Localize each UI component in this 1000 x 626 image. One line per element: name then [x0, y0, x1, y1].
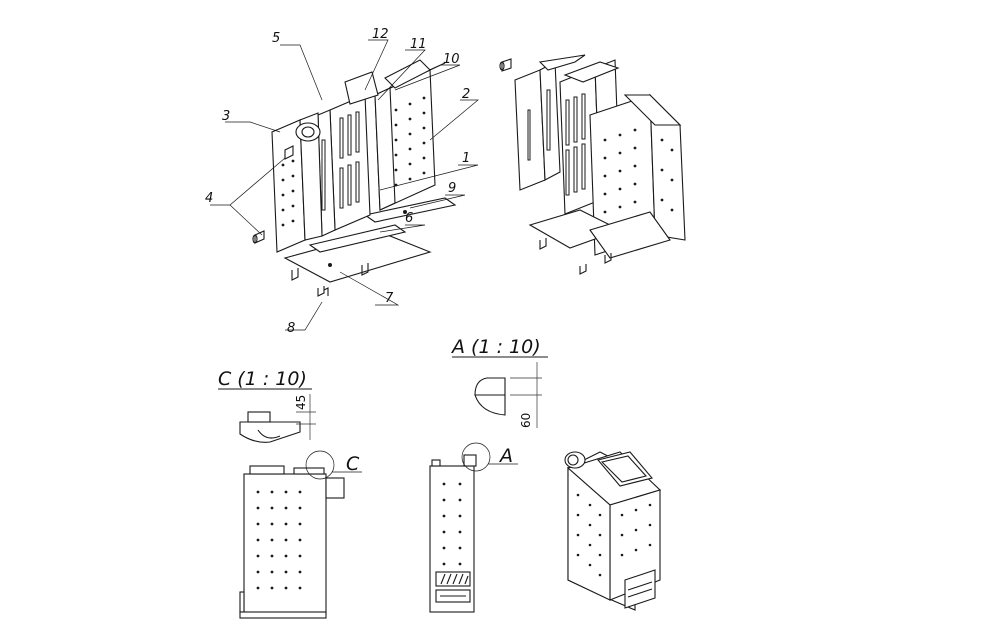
iso-holes — [576, 493, 652, 577]
callout-9: 9 — [448, 181, 456, 196]
detail-a-part — [474, 377, 506, 396]
foot-detached — [317, 286, 329, 297]
front-view-holes — [256, 490, 302, 590]
detail-c-dimension: 45 — [294, 395, 308, 410]
detail-c-marker: C — [346, 453, 360, 475]
callout-7: 7 — [385, 291, 394, 306]
callout-leaders — [210, 39, 479, 331]
callout-10: 10 — [443, 52, 460, 67]
detail-c-title: C (1 : 10) — [218, 368, 307, 390]
side-view-holes — [442, 482, 462, 566]
detail-c-circle — [305, 450, 335, 480]
side-view-body — [429, 465, 475, 613]
isometric-view — [564, 451, 662, 611]
callout-1: 1 — [462, 151, 470, 166]
detail-view-a: A (1 : 10) 60 — [450, 336, 548, 428]
front-panel — [271, 119, 306, 253]
callout-numbers: 5 12 11 10 2 3 4 1 9 6 7 8 — [205, 27, 470, 336]
callout-2: 2 — [462, 87, 470, 102]
exploded-rear-view — [499, 54, 686, 275]
callout-11: 11 — [410, 37, 427, 52]
detail-c-part — [239, 421, 301, 443]
iso-ash-door — [624, 569, 656, 609]
foot-right — [361, 263, 369, 276]
front-view-body — [243, 473, 327, 615]
detail-view-c: C (1 : 10) 45 — [218, 368, 316, 443]
detail-a-title: A (1 : 10) — [450, 336, 541, 358]
iso-left-face — [567, 466, 611, 601]
firebox-slots — [321, 111, 360, 211]
exploded-assembly-view: 5 12 11 10 2 3 4 1 9 6 7 8 — [205, 27, 479, 336]
front-view: C — [239, 450, 362, 619]
detail-a-circle — [461, 442, 491, 472]
foot-left — [291, 268, 299, 281]
callout-6: 6 — [405, 211, 413, 226]
knob-upper — [284, 145, 294, 160]
side-view: A — [429, 442, 518, 613]
flue-ring — [295, 122, 321, 142]
callout-12: 12 — [372, 27, 389, 42]
callout-3: 3 — [222, 109, 230, 124]
callout-8: 8 — [287, 321, 295, 336]
callout-4: 4 — [205, 191, 213, 206]
detail-a-marker: A — [498, 445, 513, 467]
detail-a-dimension: 60 — [519, 413, 533, 428]
ash-tray — [363, 197, 457, 223]
callout-5: 5 — [272, 31, 280, 46]
